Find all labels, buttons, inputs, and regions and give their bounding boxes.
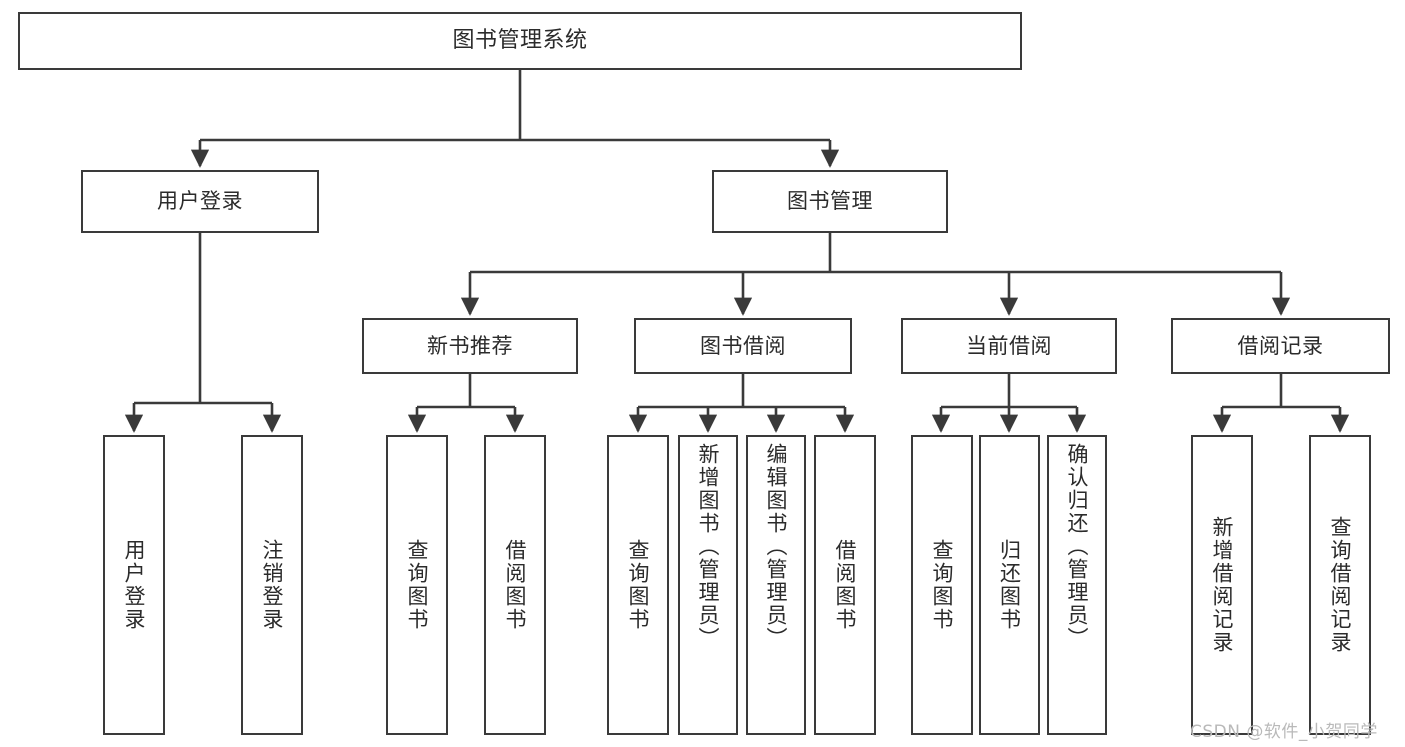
node-book-borrow[interactable]: 图书借阅 (634, 318, 852, 374)
node-label: 借阅记录 (1237, 333, 1324, 358)
node-label: 新书推荐 (427, 333, 513, 358)
leaf-borrow-record-query-record[interactable]: 查询借阅记录 (1309, 435, 1371, 735)
leaf-current-borrow-return-books[interactable]: 归还图书 (979, 435, 1040, 735)
leaf-borrow-record-add-record[interactable]: 新增借阅记录 (1191, 435, 1253, 735)
node-label: 用户登录 (122, 539, 147, 631)
node-label: 查询图书 (405, 539, 430, 631)
node-label: 注销登录 (260, 539, 285, 631)
node-current-borrow[interactable]: 当前借阅 (901, 318, 1117, 374)
node-library-management-system[interactable]: 图书管理系统 (18, 12, 1022, 70)
node-label: 借阅图书 (833, 539, 858, 631)
node-label: 图书借阅 (700, 333, 786, 358)
leaf-new-book-borrow-books[interactable]: 借阅图书 (484, 435, 546, 735)
node-book-management[interactable]: 图书管理 (712, 170, 948, 233)
node-label: 用户登录 (157, 189, 243, 214)
leaf-new-book-query-books[interactable]: 查询图书 (386, 435, 448, 735)
node-label: 新增图书（管理员） (696, 443, 721, 650)
node-label: 借阅图书 (503, 539, 528, 631)
leaf-current-borrow-confirm-return-admin[interactable]: 确认归还（管理员） (1047, 435, 1107, 735)
node-label: 当前借阅 (966, 333, 1052, 358)
leaf-current-borrow-query-books[interactable]: 查询图书 (911, 435, 973, 735)
node-user-login[interactable]: 用户登录 (81, 170, 319, 233)
leaf-user-login-login[interactable]: 用户登录 (103, 435, 165, 735)
node-label: 归还图书 (997, 539, 1022, 631)
leaf-book-borrow-add-book-admin[interactable]: 新增图书（管理员） (678, 435, 738, 735)
node-label: 新增借阅记录 (1210, 516, 1235, 654)
node-label: 查询图书 (626, 539, 651, 631)
node-borrow-record[interactable]: 借阅记录 (1171, 318, 1390, 374)
node-label: 查询借阅记录 (1328, 516, 1353, 654)
leaf-user-login-logout[interactable]: 注销登录 (241, 435, 303, 735)
node-label: 查询图书 (930, 539, 955, 631)
node-label: 编辑图书（管理员） (764, 443, 789, 650)
leaf-book-borrow-query-books[interactable]: 查询图书 (607, 435, 669, 735)
node-label: 图书管理系统 (452, 28, 588, 54)
node-new-book-recommend[interactable]: 新书推荐 (362, 318, 578, 374)
node-label: 确认归还（管理员） (1065, 443, 1090, 650)
leaf-book-borrow-edit-book-admin[interactable]: 编辑图书（管理员） (746, 435, 806, 735)
leaf-book-borrow-borrow-books[interactable]: 借阅图书 (814, 435, 876, 735)
csdn-watermark: CSDN @软件_小贺同学 (1190, 722, 1378, 742)
node-label: 图书管理 (787, 189, 873, 214)
